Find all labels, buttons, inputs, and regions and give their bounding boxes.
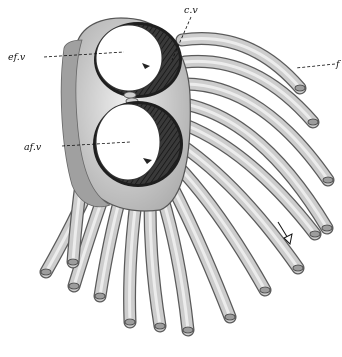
tentacle-tip xyxy=(95,293,105,299)
tentacle-tip xyxy=(225,314,235,320)
efferent-vessel xyxy=(94,22,182,98)
tentacle-tip xyxy=(322,225,332,231)
tentacle-tip xyxy=(41,269,51,275)
tentacle-tip xyxy=(260,287,270,293)
label-cv: c.v xyxy=(184,5,198,16)
tentacle-tip xyxy=(308,119,318,125)
tentacle-tip xyxy=(310,231,320,237)
tentacle-tip xyxy=(295,85,305,91)
tentacle-tip xyxy=(293,265,303,271)
tentacle-tip xyxy=(155,323,165,329)
label-f: f xyxy=(335,59,341,70)
label-afv: af.v xyxy=(24,142,42,153)
leader-f xyxy=(296,64,335,68)
tentacle-tip xyxy=(69,283,79,289)
tentacle-tip xyxy=(323,177,333,183)
afferent-vessel xyxy=(93,101,183,187)
tentacle-tip xyxy=(125,319,135,325)
tentacle-tip xyxy=(68,259,78,265)
label-efv: ef.v xyxy=(8,52,26,63)
tentacle-tip xyxy=(183,327,193,333)
